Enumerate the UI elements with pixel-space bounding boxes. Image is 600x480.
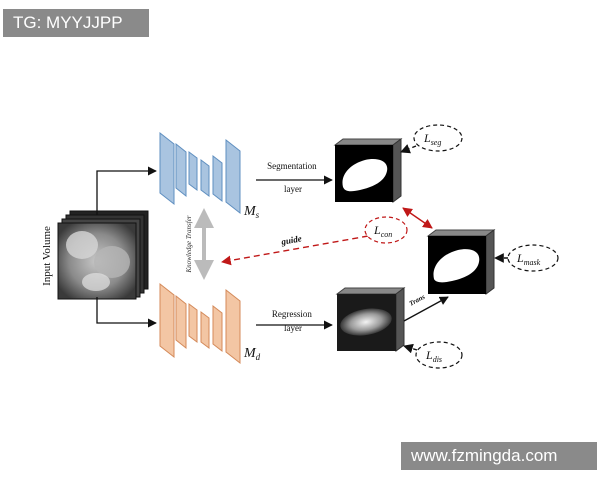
consistency-arrow bbox=[402, 207, 433, 229]
watermark-bottom-right: www.fzmingda.com bbox=[401, 442, 597, 470]
loss-dis-arrow bbox=[403, 343, 418, 354]
loss-dis: Ldis bbox=[415, 341, 463, 369]
input-to-ms-connector bbox=[96, 166, 157, 215]
loss-seg: Lseg bbox=[413, 124, 463, 152]
model-ms-label: Ms bbox=[243, 204, 260, 220]
loss-con: Lcon bbox=[364, 216, 408, 244]
encoder-md bbox=[159, 282, 241, 365]
guide-label: guide bbox=[280, 233, 303, 247]
trans-arrow bbox=[403, 296, 449, 322]
svg-text:Lmask: Lmask bbox=[516, 251, 541, 267]
loss-seg-arrow bbox=[400, 144, 417, 154]
segmentation-layer-label: Segmentation layer bbox=[267, 161, 319, 194]
watermark-top-left: TG: MYYJJPP bbox=[3, 9, 149, 37]
distance-map-output bbox=[335, 287, 406, 352]
input-volume-stack bbox=[57, 210, 149, 300]
model-md-label: Md bbox=[243, 346, 261, 362]
svg-text:Lseg: Lseg bbox=[423, 131, 441, 147]
encoder-ms bbox=[159, 131, 241, 215]
mask-output bbox=[426, 229, 496, 295]
guide-arrow bbox=[221, 235, 369, 266]
loss-mask: Lmask bbox=[507, 244, 559, 272]
input-to-md-connector bbox=[96, 297, 157, 328]
trans-label: Trans bbox=[408, 293, 427, 308]
input-volume-label: Input Volume bbox=[41, 226, 53, 286]
svg-text:Ldis: Ldis bbox=[425, 348, 442, 364]
svg-text:Lcon: Lcon bbox=[373, 223, 392, 239]
regression-layer-label: Regression layer bbox=[272, 309, 314, 333]
segmentation-output bbox=[333, 138, 403, 203]
knowledge-transfer-label: Knowledge Transfer bbox=[185, 215, 193, 273]
